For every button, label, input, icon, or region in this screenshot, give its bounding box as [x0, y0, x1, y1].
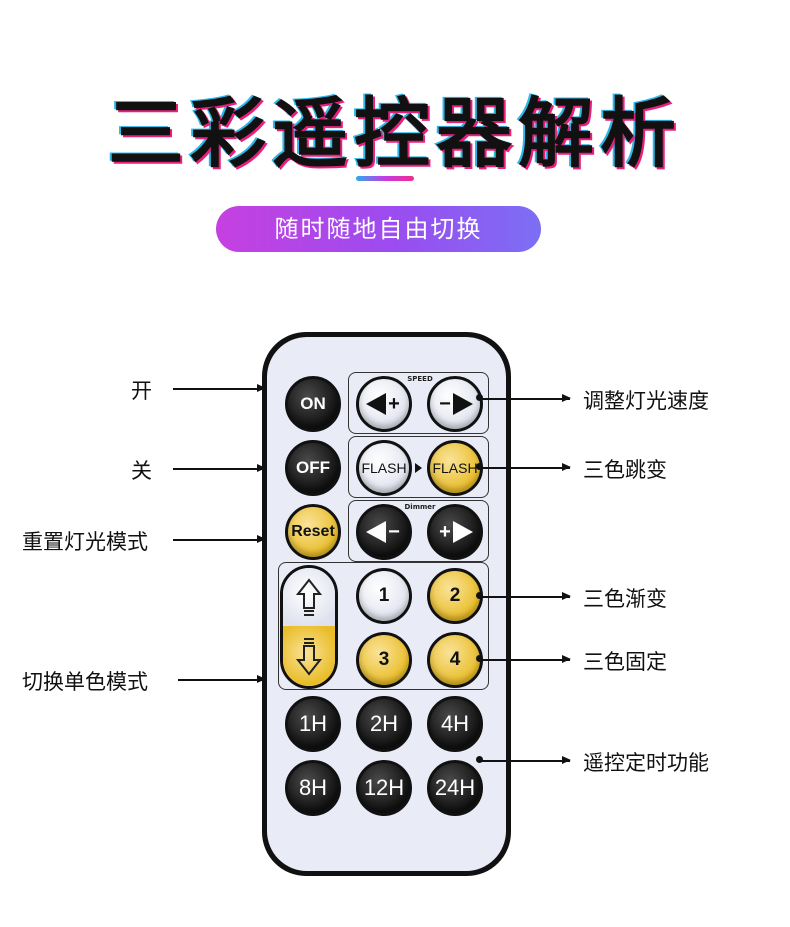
dimmer-up-button[interactable]: +: [427, 504, 483, 560]
minus-icon: −: [388, 520, 400, 543]
label-switch-mode: 切换单色模式: [22, 670, 148, 694]
plus-icon: +: [439, 520, 451, 543]
left-arrow-icon: [366, 521, 387, 543]
pointer-timer: [480, 757, 571, 763]
pointer-speed: [480, 395, 571, 401]
pointer-reset: [173, 536, 266, 542]
pointer-off: [173, 465, 266, 471]
flash-yellow-button[interactable]: FLASH: [427, 440, 483, 496]
timer-1h-button[interactable]: 1H: [285, 696, 341, 752]
label-fixed: 三色固定: [583, 650, 667, 674]
plus-icon: +: [388, 392, 400, 415]
number-1-button[interactable]: 1: [356, 568, 412, 624]
up-arrow-icon: [296, 578, 322, 616]
label-timer: 遥控定时功能: [583, 751, 709, 775]
number-2-button[interactable]: 2: [427, 568, 483, 624]
timer-12h-button[interactable]: 12H: [356, 760, 412, 816]
timer-24h-button[interactable]: 24H: [427, 760, 483, 816]
off-button[interactable]: OFF: [285, 440, 341, 496]
color-group: [278, 562, 489, 690]
timer-2h-button[interactable]: 2H: [356, 696, 412, 752]
label-reset: 重置灯光模式: [22, 530, 148, 554]
dimmer-down-button[interactable]: −: [356, 504, 412, 560]
label-off: 关: [131, 459, 152, 483]
right-arrow-icon: [452, 521, 473, 543]
pointer-dot-fixed: [476, 655, 483, 662]
number-3-button[interactable]: 3: [356, 632, 412, 688]
speed-up-button[interactable]: +: [356, 376, 412, 432]
mode-down-button[interactable]: [283, 626, 335, 686]
mode-switch-rocker[interactable]: [280, 565, 338, 689]
timer-4h-button[interactable]: 4H: [427, 696, 483, 752]
pointer-dot-flash: [476, 463, 483, 470]
label-gradual: 三色渐变: [583, 587, 667, 611]
pointer-dot-gradual: [476, 592, 483, 599]
left-arrow-icon: [366, 393, 387, 415]
pointer-dot-speed: [476, 394, 483, 401]
flash-white-button[interactable]: FLASH: [356, 440, 412, 496]
pointer-gradual: [480, 593, 571, 599]
page-title: 三彩遥控器解析: [108, 89, 682, 178]
timer-8h-button[interactable]: 8H: [285, 760, 341, 816]
label-flash: 三色跳变: [583, 458, 667, 482]
flash-pair-arrow-icon: [415, 463, 422, 473]
pointer-dot-timer: [476, 756, 483, 763]
pointer-on: [173, 385, 266, 391]
dimmer-group: [348, 500, 489, 562]
subtitle-pill: 随时随地自由切换: [216, 206, 541, 252]
speed-group: [348, 372, 489, 434]
label-on: 开: [131, 379, 152, 403]
pointer-flash: [480, 464, 571, 470]
pointer-switch-mode: [178, 676, 266, 682]
speed-down-button[interactable]: −: [427, 376, 483, 432]
down-arrow-icon: [296, 638, 322, 676]
number-4-button[interactable]: 4: [427, 632, 483, 688]
speed-group-label: SPEED: [407, 375, 433, 383]
on-button[interactable]: ON: [285, 376, 341, 432]
mode-up-button[interactable]: [283, 568, 335, 628]
reset-button[interactable]: Reset: [285, 504, 341, 560]
label-speed: 调整灯光速度: [583, 389, 709, 413]
minus-icon: −: [439, 392, 451, 415]
dimmer-group-label: Dimmer: [404, 503, 436, 511]
title-accent-bar: [356, 176, 414, 181]
pointer-fixed: [480, 656, 571, 662]
right-arrow-icon: [452, 393, 473, 415]
